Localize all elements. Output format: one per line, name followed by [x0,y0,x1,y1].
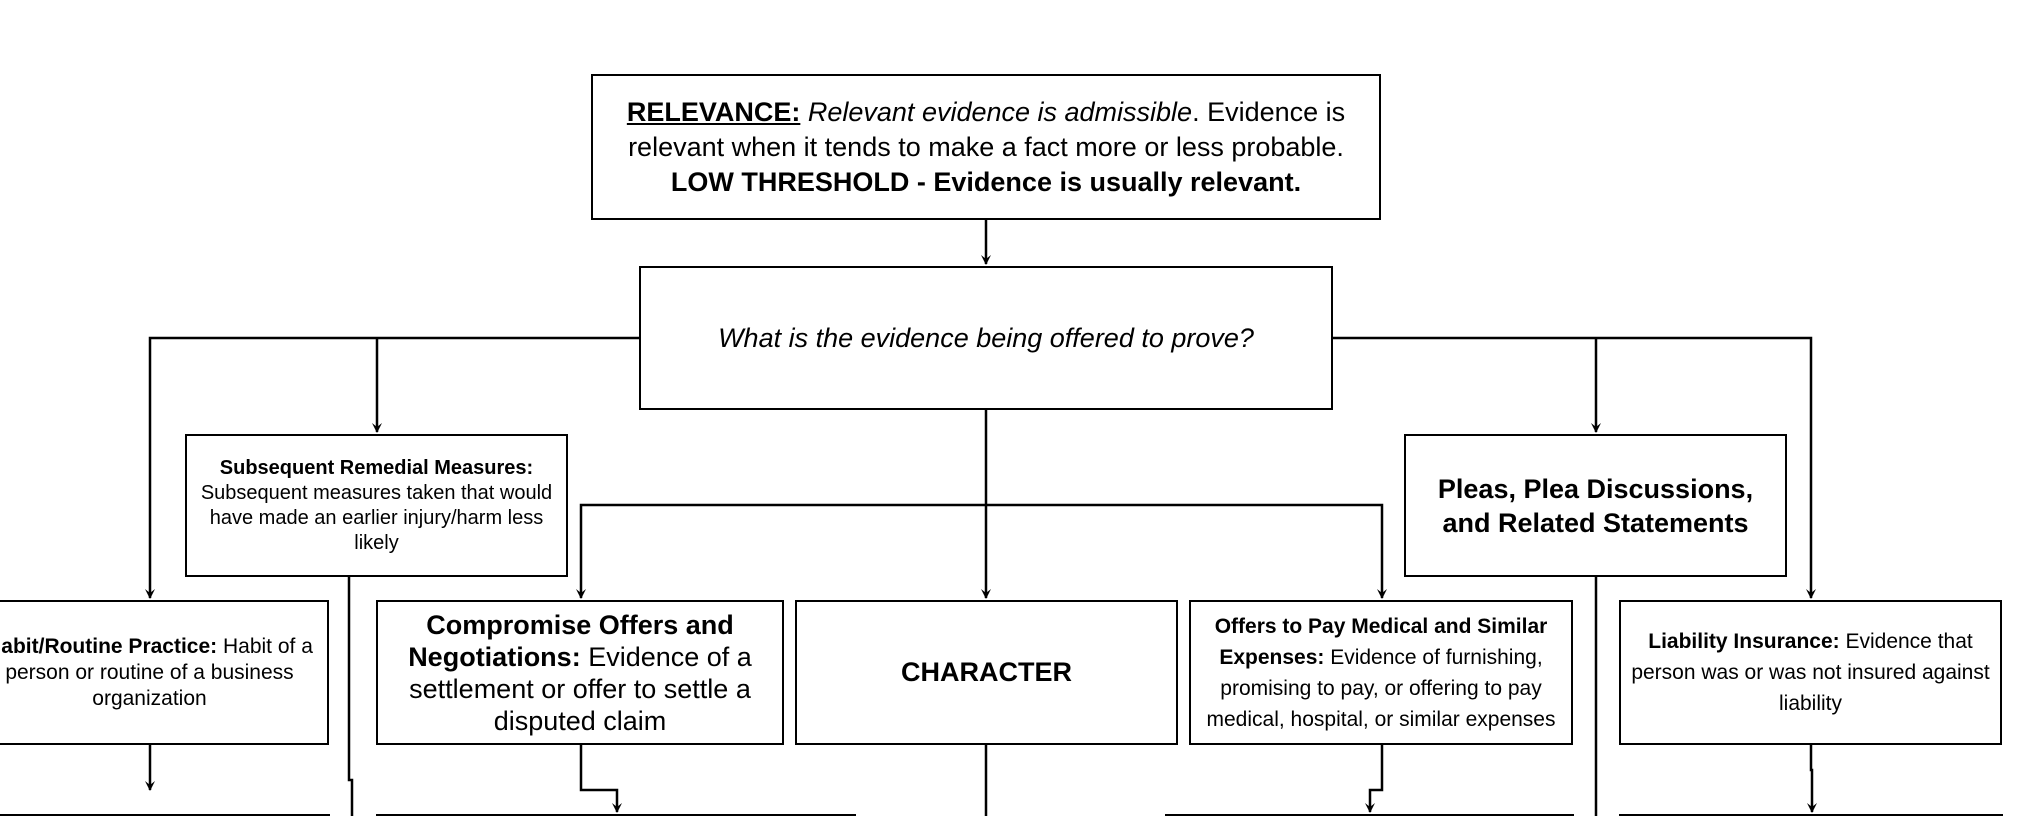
habit-routine-box: Habit/Routine Practice: Habit of a perso… [0,600,329,745]
lower-box-edge-liability [1619,814,2003,818]
compromise-title: Compromise Offers and Negotiations: [408,609,734,672]
subsequent-remedial-body: Subsequent measures taken that would hav… [200,481,553,554]
subsequent-remedial-measures-box: Subsequent Remedial Measures: Subsequent… [185,434,568,577]
relevance-body-text: . Evidence is relevant when it tends to … [628,96,1346,162]
arrow-compromise-down [579,745,622,813]
medical-body: Evidence of furnishing, promising to pay… [1206,645,1556,731]
relevance-box: RELEVANCE: Relevant evidence is admissib… [591,74,1381,220]
relevance-italic-text: Relevant evidence is admissible [807,96,1193,127]
pleas-box: Pleas, Plea Discussions, and Related Sta… [1404,434,1787,577]
lower-box-edge-habit [0,814,330,818]
subsequent-remedial-title: Subsequent Remedial Measures: [219,456,534,479]
liability-title: Liability Insurance: [1648,630,1840,653]
liability-body: Evidence that person was or was not insu… [1631,630,1990,715]
medical-expenses-box: Offers to Pay Medical and Similar Expens… [1189,600,1573,745]
arrow-liability-down [1807,745,1817,813]
character-title: CHARACTER [901,657,1072,687]
relevance-emphasis: LOW THRESHOLD - Evidence is usually rele… [670,166,1302,197]
habit-body: Habit of a person or routine of a busine… [5,634,313,710]
arrow-medical-down [1365,745,1384,813]
arrow-to-medical [986,503,1387,599]
arrow-to-compromise [576,503,986,599]
medical-title: Offers to Pay Medical and Similar Expens… [1214,614,1548,669]
lower-box-edge-medical [1165,814,1574,818]
habit-title: Habit/Routine Practice: [0,634,218,658]
lower-box-edge-compromise [376,814,856,818]
arrow-to-habit [145,336,639,599]
relevance-heading: RELEVANCE: [626,96,801,127]
arrow-to-liability [1333,336,1816,599]
pleas-title: Pleas, Plea Discussions, and Related Sta… [1437,473,1754,538]
compromise-offers-box: Compromise Offers and Negotiations: Evid… [376,600,784,745]
compromise-body: Evidence of a settlement or offer to set… [409,641,752,736]
line-subsequent-remedial-down [347,577,354,816]
question-text: What is the evidence being offered to pr… [718,322,1254,353]
character-box: CHARACTER [795,600,1178,745]
question-box: What is the evidence being offered to pr… [639,266,1333,410]
liability-insurance-box: Liability Insurance: Evidence that perso… [1619,600,2002,745]
